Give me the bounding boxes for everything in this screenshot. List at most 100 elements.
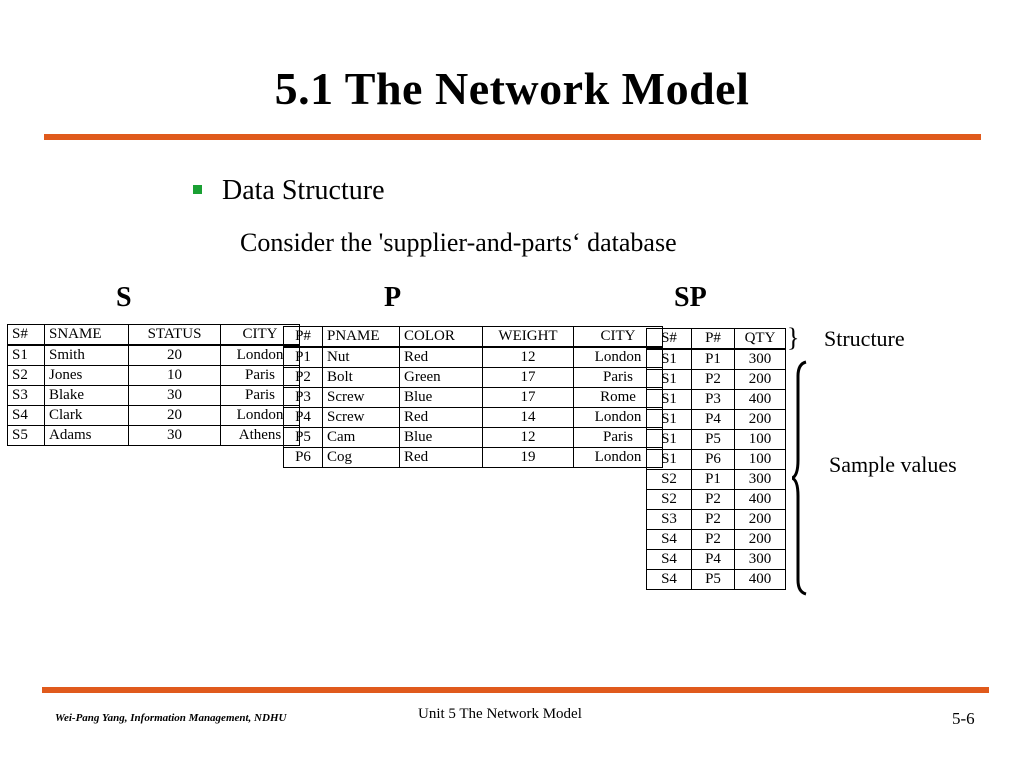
table-cell: P4	[691, 549, 735, 570]
table-cell: Screw	[322, 407, 400, 428]
table-cell: Adams	[44, 425, 129, 446]
sample-values-brace	[792, 360, 807, 596]
table-cell: 20	[128, 405, 221, 426]
table-cell: 14	[482, 407, 574, 428]
table-cell: S1	[646, 369, 692, 390]
table-cell: 400	[734, 489, 786, 510]
bullet-text: Data Structure	[222, 175, 385, 206]
table-cell: CITY	[573, 326, 663, 348]
table-cell: P5	[691, 569, 735, 590]
table-cell: 100	[734, 449, 786, 470]
table-cell: Bolt	[322, 367, 400, 388]
table-cell: CITY	[220, 324, 300, 346]
bullet-square	[193, 185, 202, 194]
table-header-row: S#P#QTY	[646, 328, 786, 350]
table-cell: S4	[646, 569, 692, 590]
relation-name-s: S	[116, 282, 132, 313]
relation-name-p: P	[384, 282, 402, 313]
table-cell: 17	[482, 367, 574, 388]
table-cell: S4	[646, 529, 692, 550]
table-cell: Blue	[399, 387, 483, 408]
table-cell: P#	[283, 326, 323, 348]
table-cell: S5	[7, 425, 45, 446]
table-cell: S1	[646, 429, 692, 450]
table-cell: P6	[691, 449, 735, 470]
table-cell: 300	[734, 549, 786, 570]
table-cell: S1	[646, 348, 692, 370]
table-cell: P1	[691, 469, 735, 490]
table-cell: S2	[646, 489, 692, 510]
slide-title: 5.1 The Network Model	[274, 63, 750, 114]
table-cell: Screw	[322, 387, 400, 408]
table-cell: S1	[646, 389, 692, 410]
table-cell: 20	[128, 344, 221, 366]
table-cell: S1	[646, 449, 692, 470]
table-cell: COLOR	[399, 326, 483, 348]
table-cell: S2	[646, 469, 692, 490]
table-cell: London	[573, 447, 663, 468]
table-cell: Cog	[322, 447, 400, 468]
table-cell: P2	[691, 369, 735, 390]
table-cell: P2	[691, 489, 735, 510]
table-cell: 30	[128, 425, 221, 446]
table-cell: 100	[734, 429, 786, 450]
table-cell: 19	[482, 447, 574, 468]
table-cell: Cam	[322, 427, 400, 448]
table-cell: P5	[283, 427, 323, 448]
footer-page-number: 5-6	[952, 709, 975, 728]
table-cell: 12	[482, 346, 574, 368]
table-cell: S1	[646, 409, 692, 430]
table-cell: 200	[734, 409, 786, 430]
table-cell: 200	[734, 509, 786, 530]
table-cell: S4	[646, 549, 692, 570]
table-cell: S4	[7, 405, 45, 426]
table-cell: 200	[734, 529, 786, 550]
subtext: Consider the 'supplier-and-parts‘ databa…	[240, 228, 677, 257]
table-cell: P4	[691, 409, 735, 430]
table-cell: 12	[482, 427, 574, 448]
table-cell: London	[220, 405, 300, 426]
table-cell: S1	[7, 344, 45, 366]
table-cell: P2	[691, 509, 735, 530]
table-cell: Rome	[573, 387, 663, 408]
structure-brace: }	[787, 323, 800, 352]
table-cell: P3	[283, 387, 323, 408]
table-cell: S2	[7, 365, 45, 386]
structure-label: Structure	[824, 326, 905, 351]
table-cell: 17	[482, 387, 574, 408]
table-cell: P6	[283, 447, 323, 468]
bottom-rule	[42, 687, 989, 693]
table-cell: Athens	[220, 425, 300, 446]
table-cell: Green	[399, 367, 483, 388]
table-cell: Red	[399, 346, 483, 368]
table-cell: Red	[399, 407, 483, 428]
table-cell: Clark	[44, 405, 129, 426]
table-cell: P2	[691, 529, 735, 550]
table-cell: SNAME	[44, 324, 129, 346]
table-cell: P3	[691, 389, 735, 410]
table-cell: 30	[128, 385, 221, 406]
footer-unit: Unit 5 The Network Model	[418, 706, 582, 722]
relation-name-sp: SP	[674, 282, 707, 313]
table-cell: PNAME	[322, 326, 400, 348]
table-cell: S#	[7, 324, 45, 346]
